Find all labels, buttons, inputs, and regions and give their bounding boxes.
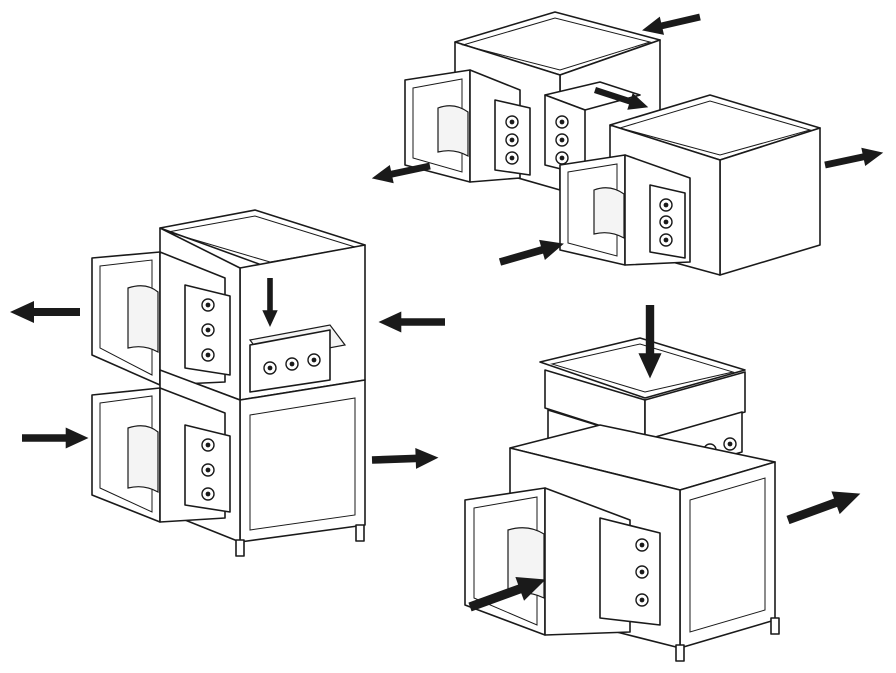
arrow-icon <box>639 7 703 40</box>
arrow-icon <box>783 482 865 532</box>
arrow-icon <box>823 143 886 175</box>
arrow-icon <box>378 311 445 333</box>
air-handler-side-by-side-icon <box>404 11 821 276</box>
arrow-icon <box>497 233 567 273</box>
air-handler-stacked-icon <box>91 209 366 557</box>
arrow-icon <box>10 301 80 323</box>
arrow-icon <box>22 427 89 449</box>
air-handler-top-mounted-icon <box>464 337 780 662</box>
arrow-icon <box>371 447 439 471</box>
